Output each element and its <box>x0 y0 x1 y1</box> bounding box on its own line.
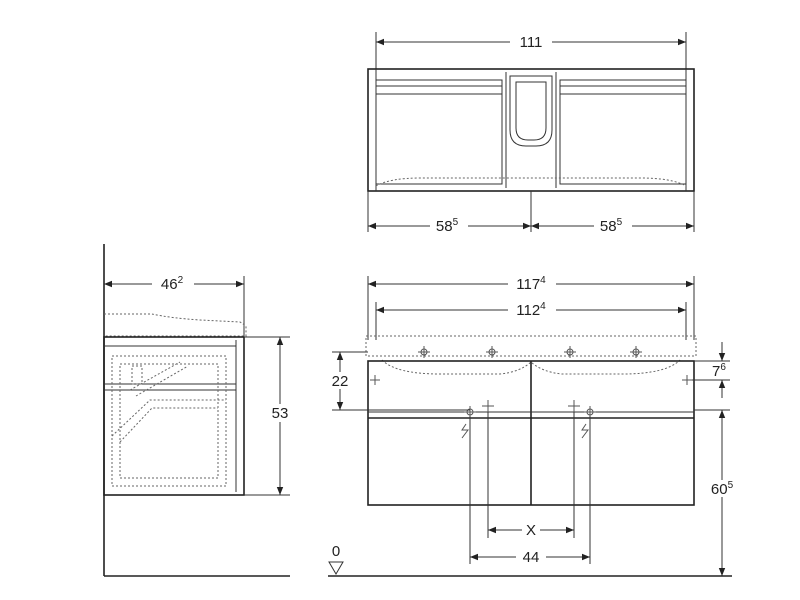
dim-label-front-inner-width: 1124 <box>516 301 546 319</box>
side-view: 462 53 <box>103 244 294 577</box>
dim-label-top-width: 111 <box>520 34 543 51</box>
tap-symbols <box>370 346 692 385</box>
front-view: 1174 1124 <box>328 275 740 577</box>
dim-label-top-right-half: 585 <box>600 217 623 235</box>
dim-label-floor-ref: 0 <box>332 543 340 560</box>
siphon-cutout <box>509 75 553 147</box>
washbasin-outline <box>365 335 697 357</box>
floor-reference-triangle <box>328 561 344 575</box>
dim-label-front-drain-width: 44 <box>523 549 540 566</box>
top-view: 111 585 585 <box>367 32 695 235</box>
dim-label-side-depth: 462 <box>161 275 184 293</box>
dim-label-front-outer-width: 1174 <box>516 275 546 293</box>
dim-label-top-left-half: 585 <box>436 217 459 235</box>
dim-label-front-floor-height: 605 <box>711 480 734 498</box>
side-view-cabinet <box>103 336 245 496</box>
dim-label-front-left-height: 22 <box>332 373 349 390</box>
top-right-drawer <box>559 79 687 185</box>
dim-label-front-var-width: X <box>526 522 536 539</box>
top-view-outline <box>367 68 695 192</box>
dim-label-side-height: 53 <box>272 405 289 422</box>
electrical-symbols <box>461 400 596 439</box>
dim-label-front-right-small: 76 <box>712 362 726 380</box>
top-left-drawer <box>375 79 503 185</box>
